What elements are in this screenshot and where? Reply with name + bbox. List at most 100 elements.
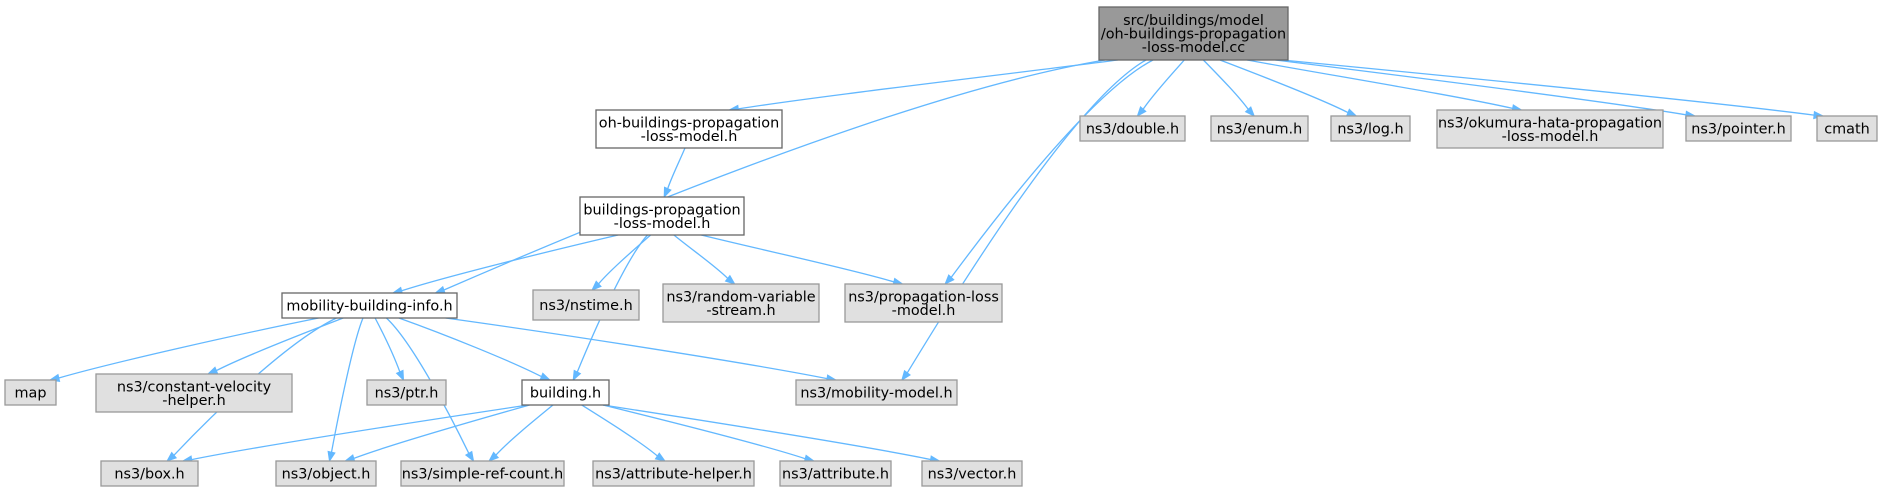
edge-arrowhead — [591, 280, 602, 291]
node-mm-h[interactable]: ns3/mobility-model.h — [795, 379, 958, 406]
node-building-h[interactable]: building.h — [521, 379, 610, 406]
edge-line — [374, 317, 401, 373]
node-bpl-h[interactable]: buildings-propagation-loss-model.h — [579, 196, 745, 236]
node-box — [1436, 109, 1664, 149]
edge-mbi-h-to-map — [48, 317, 319, 383]
edge-line — [353, 404, 530, 460]
edge-line — [1202, 59, 1249, 110]
node-label-line: ns3/double.h — [1086, 122, 1179, 138]
edge-line — [191, 404, 529, 461]
node-cvh-h[interactable]: ns3/constant-velocity-helper.h — [95, 373, 293, 413]
node-label-line: ns3/propagation-loss — [848, 289, 999, 305]
edge-root-to-oh-h — [728, 59, 1118, 113]
node-mbi-h[interactable]: mobility-building-info.h — [281, 292, 458, 319]
edge-building-h-to-vector-h — [602, 404, 941, 464]
edge-line — [738, 59, 1118, 110]
node-label-line: -loss-model.cc — [1142, 40, 1245, 56]
edge-arrowhead — [654, 452, 667, 462]
edge-line — [581, 404, 658, 457]
edge-line — [401, 234, 619, 292]
edge-root-to-enum-h — [1202, 59, 1256, 118]
node-box — [795, 379, 958, 406]
edge-line — [673, 234, 729, 279]
edge-arrowhead — [1244, 106, 1256, 118]
node-vector-h[interactable]: ns3/vector.h — [921, 460, 1023, 487]
node-label-line: building.h — [530, 386, 601, 402]
node-label-line: -stream.h — [706, 303, 775, 319]
node-label-line: ns3/attribute.h — [782, 467, 889, 483]
edge-arrowhead — [206, 366, 219, 375]
edge-mbi-h-to-building-h — [398, 317, 552, 381]
node-box-h[interactable]: ns3/box.h — [100, 460, 199, 487]
edge-building-h-to-ah-h — [581, 404, 667, 462]
node-map[interactable]: map — [4, 379, 57, 406]
node-label-line: ns3/object.h — [282, 467, 371, 483]
node-label-line: -loss-model.h — [641, 129, 738, 145]
node-label-line: -loss-model.h — [614, 216, 711, 232]
edge-line — [1142, 59, 1185, 110]
node-double-h[interactable]: ns3/double.h — [1079, 115, 1186, 142]
node-log-h[interactable]: ns3/log.h — [1330, 115, 1411, 142]
edge-arrowhead — [327, 450, 336, 463]
node-attr-h[interactable]: ns3/attribute.h — [779, 460, 892, 487]
edge-line — [216, 317, 344, 372]
edge-root-to-log-h — [1219, 59, 1358, 117]
node-nstime-h[interactable]: ns3/nstime.h — [532, 289, 640, 321]
edge-arrowhead — [663, 186, 672, 199]
node-box — [366, 379, 447, 406]
node-label-line: ns3/log.h — [1337, 122, 1403, 138]
edge-line — [667, 147, 686, 189]
edge-building-h-to-box-h — [181, 404, 529, 464]
edge-root-to-plm-h — [944, 59, 1154, 286]
edge-line — [445, 317, 828, 380]
node-label-line: oh-buildings-propagation — [599, 115, 779, 131]
edge-line — [1281, 59, 1815, 116]
node-oh-h[interactable]: oh-buildings-propagation-loss-model.h — [595, 109, 783, 149]
node-pointer-h[interactable]: ns3/pointer.h — [1685, 115, 1792, 142]
node-label-line: /oh-buildings-propagation — [1101, 27, 1286, 43]
node-label-line: ns3/constant-velocity — [117, 379, 272, 395]
node-plm-h[interactable]: ns3/propagation-loss-model.h — [844, 283, 1003, 323]
node-src-h[interactable]: ns3/simple-ref-count.h — [400, 460, 565, 487]
node-label-line: cmath — [1824, 122, 1870, 138]
edge-line — [602, 404, 931, 461]
node-enum-h[interactable]: ns3/enum.h — [1210, 115, 1309, 142]
node-label-line: -loss-model.h — [1502, 129, 1599, 145]
node-object-h[interactable]: ns3/object.h — [275, 460, 377, 487]
edge-line — [58, 317, 319, 379]
edge-mbi-h-to-ptr-h — [374, 317, 405, 382]
edge-arrowhead — [724, 274, 736, 285]
node-label-line: ns3/nstime.h — [539, 298, 632, 314]
edge-arrowhead — [1345, 108, 1358, 117]
node-rvs-h[interactable]: ns3/random-variable-stream.h — [662, 283, 820, 323]
node-cmath[interactable]: cmath — [1816, 115, 1878, 142]
edge-line — [1246, 59, 1513, 110]
node-box — [844, 283, 1003, 323]
edge-arrowhead — [434, 285, 446, 294]
node-box — [592, 460, 755, 487]
node-box — [1685, 115, 1792, 142]
node-ah-h[interactable]: ns3/attribute-helper.h — [592, 460, 755, 487]
edge-arrowhead — [539, 372, 552, 381]
node-label-line: ns3/okumura-hata-propagation — [1438, 115, 1662, 131]
node-box — [400, 460, 565, 487]
node-box — [1098, 6, 1289, 61]
edge-line — [602, 404, 806, 460]
node-root[interactable]: src/buildings/model/oh-buildings-propaga… — [1098, 6, 1289, 61]
edge-line — [495, 404, 554, 456]
node-label-line: ns3/mobility-model.h — [800, 386, 952, 402]
node-box — [662, 283, 820, 323]
node-box — [1079, 115, 1186, 142]
node-label-line: -helper.h — [162, 393, 225, 409]
node-box — [595, 109, 783, 149]
edge-bpl-h-to-rvs-h — [673, 234, 736, 285]
edge-line — [906, 59, 1147, 374]
node-box — [100, 460, 199, 487]
edge-building-h-to-src-h — [488, 404, 554, 462]
node-ptr-h[interactable]: ns3/ptr.h — [366, 379, 447, 406]
edge-root-to-double-h — [1136, 59, 1185, 118]
node-box — [95, 373, 293, 413]
edge-arrowhead — [488, 451, 500, 462]
node-okumura-h[interactable]: ns3/okumura-hata-propagation-loss-model.… — [1436, 109, 1664, 149]
